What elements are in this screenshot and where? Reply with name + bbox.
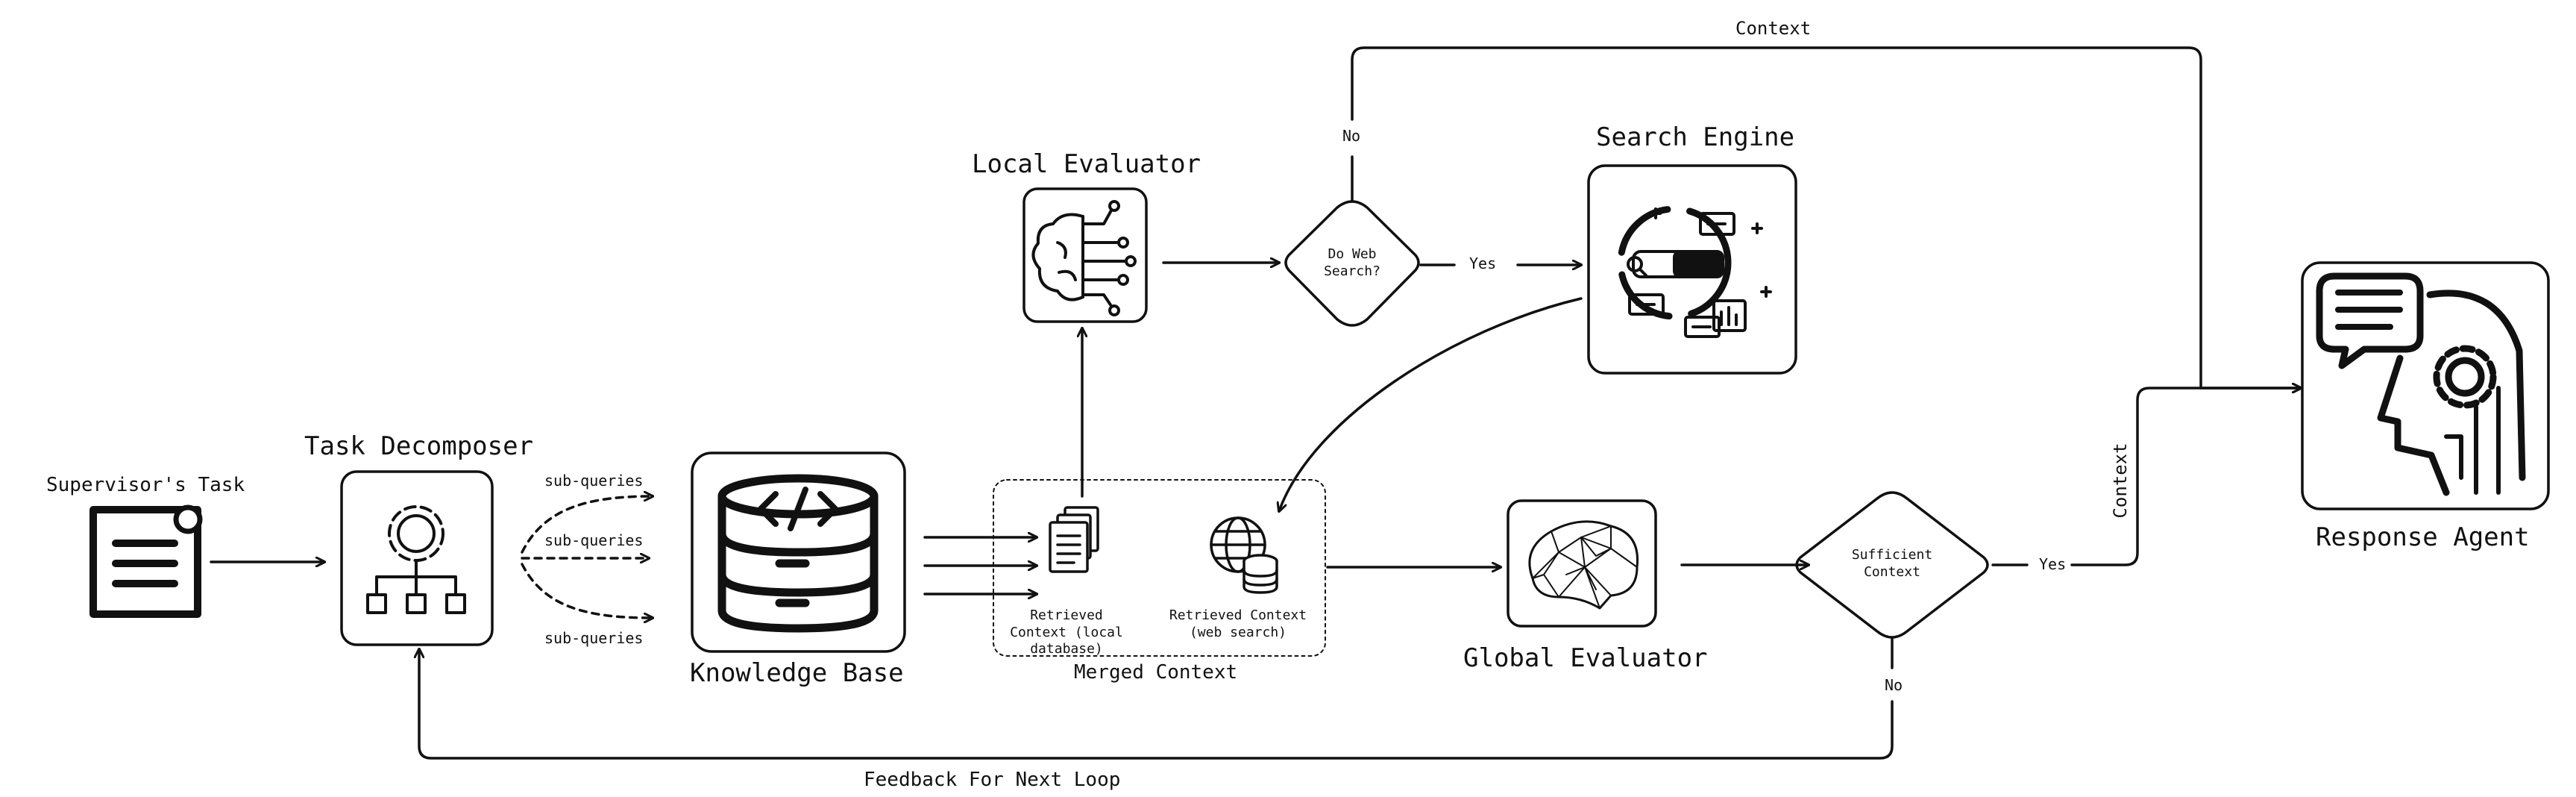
arrow-subquery-3 (521, 563, 653, 618)
task-decomposer-label: Task Decomposer (304, 431, 534, 461)
brain-circuit-icon (1031, 200, 1137, 316)
sufficient-context-label: Sufficient Context (1851, 547, 1933, 580)
retrieved-local-label: Retrieved Context (local database) (1010, 607, 1123, 657)
response-agent-label: Response Agent (2316, 522, 2530, 552)
feedback-label: Feedback For Next Loop (864, 769, 1121, 791)
knowledge-base-label: Knowledge Base (690, 658, 904, 688)
knowledge-base-box (691, 451, 906, 653)
global-evaluator-box (1507, 499, 1657, 628)
retrieved-web-label: Retrieved Context (web search) (1169, 607, 1307, 640)
merged-context-label: Merged Context (1074, 661, 1238, 684)
arrow-decision-no-to-response (1351, 46, 2301, 388)
sub-queries-label-1: sub-queries (544, 472, 644, 490)
do-web-search-decision (1284, 200, 1420, 327)
arrow-sufficient-yes-to-response (1991, 388, 2301, 566)
context-label-top: Context (1735, 18, 1812, 39)
response-agent-box (2301, 261, 2550, 510)
search-engine-box (1587, 164, 1797, 375)
context-label-vertical: Context (2110, 443, 2131, 519)
global-evaluator-label: Global Evaluator (1463, 643, 1708, 673)
yes-label-search: Yes (1469, 254, 1497, 272)
do-web-search-label: Do Web Search? (1324, 246, 1380, 279)
sub-queries-label-3: sub-queries (544, 629, 644, 647)
supervisor-task-label: Supervisor's Task (46, 474, 245, 496)
arrow-subquery-1 (521, 496, 653, 554)
notepad-icon (89, 504, 203, 618)
search-dashboard-icon (1617, 205, 1772, 338)
no-label-search: No (1342, 127, 1361, 145)
globe-database-icon (1210, 516, 1278, 594)
sub-queries-label-2: sub-queries (544, 531, 644, 549)
database-code-icon (717, 474, 879, 633)
search-engine-label: Search Engine (1596, 122, 1795, 152)
head-gear-chat-icon (2316, 272, 2526, 496)
neural-brain-icon (1528, 520, 1639, 610)
sufficient-context-decision (1795, 491, 1989, 639)
documents-icon (1049, 506, 1099, 573)
local-evaluator-label: Local Evaluator (972, 149, 1201, 179)
gear-hierarchy-icon (366, 505, 466, 614)
arrow-search-to-web-context (1279, 297, 1583, 511)
arrow-sufficient-no-feedback (419, 637, 1894, 760)
local-evaluator-box (1022, 187, 1148, 323)
no-label-sufficient: No (1885, 676, 1903, 694)
yes-label-sufficient: Yes (2039, 555, 2067, 573)
task-decomposer-box (340, 470, 494, 646)
